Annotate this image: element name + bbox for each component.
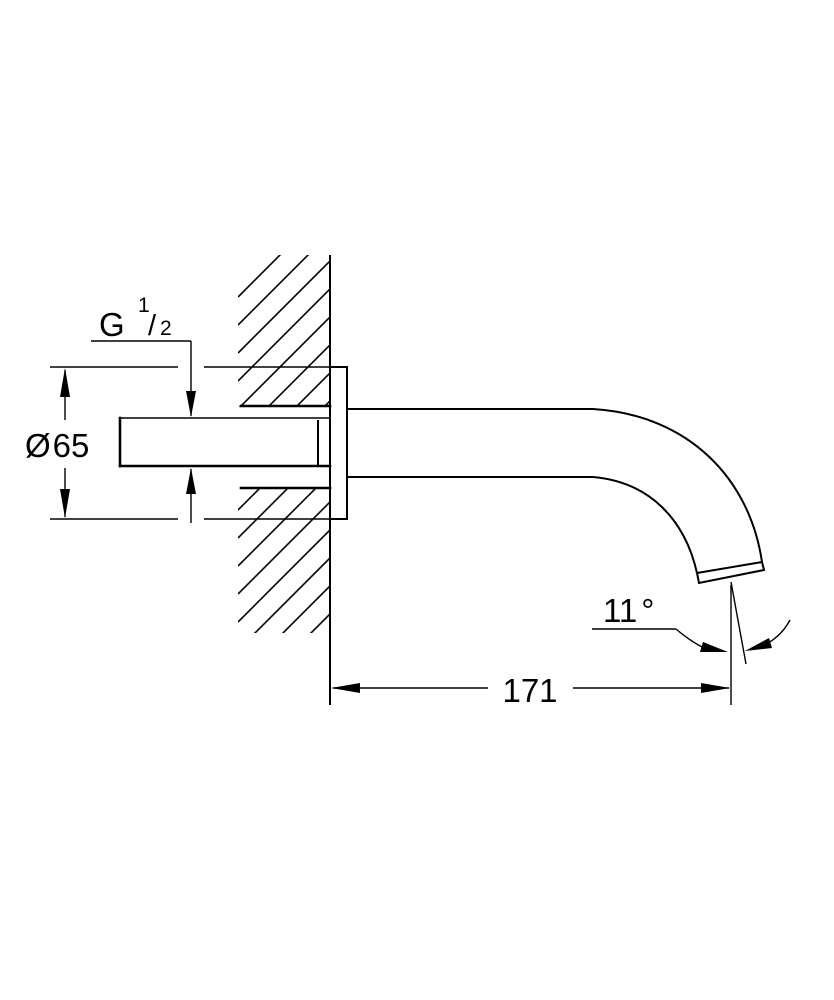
spout-outlet — [695, 560, 766, 585]
svg-text:G: G — [99, 306, 125, 343]
svg-text:11°: 11° — [603, 592, 654, 629]
wall-hatch-lower — [238, 488, 330, 633]
angle-unit: ° — [641, 592, 654, 629]
diameter-dimension: Ø65 — [25, 368, 89, 518]
thread-callout: G 1 / 2 — [91, 294, 196, 523]
projection-value: 171 — [502, 672, 557, 709]
thread-prefix: G — [99, 306, 125, 343]
svg-text:Ø65: Ø65 — [25, 427, 89, 464]
wall-section — [238, 255, 332, 705]
thread-denominator: 2 — [160, 317, 172, 340]
projection-dimension: 171 — [331, 585, 732, 709]
diameter-value: 65 — [53, 427, 90, 464]
thread-slash: / — [148, 310, 157, 342]
angle-value: 11 — [603, 592, 637, 629]
wall-hatch-upper — [238, 255, 330, 407]
angle-dimension: 11° — [592, 581, 791, 665]
thread-numerator: 1 — [138, 294, 150, 317]
diameter-symbol: Ø — [25, 427, 51, 464]
wall-flange — [329, 366, 348, 520]
connection-pipe — [118, 416, 332, 468]
spout-body — [347, 408, 766, 585]
